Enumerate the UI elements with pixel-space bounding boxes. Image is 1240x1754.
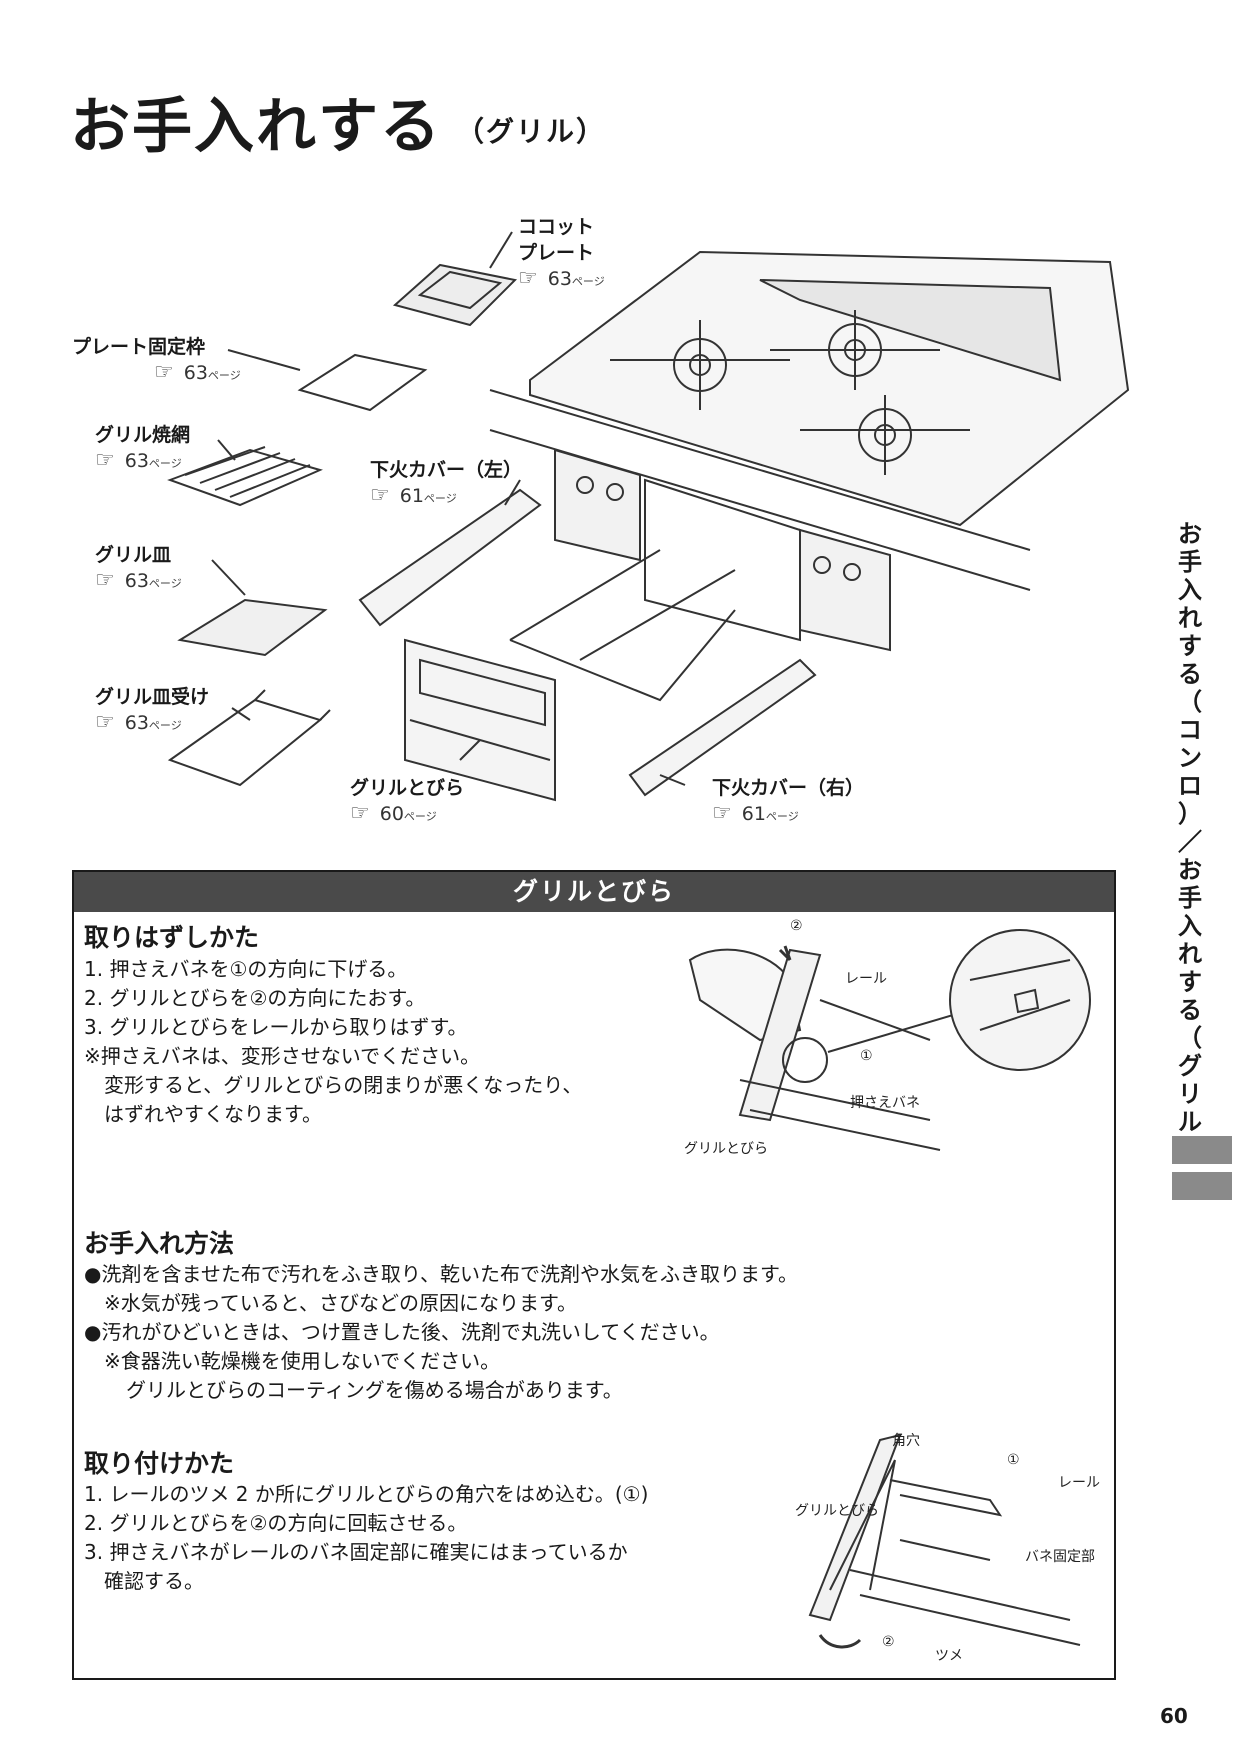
callout-grill-net: グリル焼網 ☞63ページ bbox=[95, 422, 190, 477]
part-name: グリル皿受け bbox=[95, 686, 210, 708]
callout-lower-cover-left: 下火カバー（左） ☞61ページ bbox=[370, 457, 522, 512]
attach-heading: 取り付けかた bbox=[84, 1449, 235, 1478]
spring-label: 押さえバネ bbox=[850, 1095, 920, 1111]
part-name: グリルとびら bbox=[350, 777, 465, 799]
pointing-hand-icon: ☞ bbox=[95, 448, 115, 473]
pointing-hand-icon: ☞ bbox=[712, 801, 732, 826]
bullet: ●洗剤を含ませた布で汚れをふき取り、乾いた布で洗剤や水気をふき取ります。 bbox=[84, 1262, 799, 1286]
remove-heading: 取りはずしかた bbox=[84, 923, 260, 952]
title-main: お手入れする bbox=[70, 92, 442, 162]
bullet: ●汚れがひどいときは、つけ置きした後、洗剤で丸洗いしてください。 bbox=[84, 1320, 720, 1344]
note: グリルとびらのコーティングを傷める場合があります。 bbox=[126, 1378, 623, 1402]
page-ref[interactable]: ☞63ページ bbox=[518, 266, 605, 291]
fix-label: バネ固定部 bbox=[1025, 1549, 1095, 1565]
pointing-hand-icon: ☞ bbox=[350, 801, 370, 826]
rail-label: レール bbox=[845, 971, 887, 987]
page-ref[interactable]: ☞63ページ bbox=[95, 710, 182, 735]
callout-cocotte-plate: ココット プレート ☞63ページ bbox=[518, 214, 605, 295]
step: 1. レールのツメ 2 か所にグリルとびらの角穴をはめ込む。(①) bbox=[84, 1482, 649, 1506]
side-chapter-tab: お手入れする（コンロ）／お手入れする（グリル） bbox=[1178, 520, 1202, 1164]
side-index-bar bbox=[1172, 1172, 1232, 1200]
part-name: 下火カバー（右） bbox=[712, 777, 865, 799]
side-index-bar bbox=[1172, 1136, 1232, 1164]
page-ref[interactable]: ☞63ページ bbox=[154, 360, 241, 385]
step: 3. グリルとびらをレールから取りはずす。 bbox=[84, 1015, 468, 1039]
removal-figure bbox=[688, 929, 1091, 1151]
step: 1. 押さえバネを①の方向に下げる。 bbox=[84, 957, 408, 981]
section-title: グリルとびら bbox=[74, 872, 1114, 912]
note: 変形すると、グリルとびらの閉まりが悪くなったり、 bbox=[104, 1073, 583, 1097]
part-name: プレート固定枠 bbox=[72, 336, 206, 358]
claw-label: ツメ bbox=[935, 1648, 963, 1664]
step: 2. グリルとびらを②の方向にたおす。 bbox=[84, 986, 426, 1010]
page-ref[interactable]: ☞61ページ bbox=[712, 801, 799, 826]
page-ref[interactable]: ☞63ページ bbox=[95, 568, 182, 593]
pointing-hand-icon: ☞ bbox=[370, 483, 390, 508]
step: 確認する。 bbox=[104, 1569, 204, 1593]
pointing-hand-icon: ☞ bbox=[154, 360, 174, 385]
hole-label: 角穴 bbox=[892, 1433, 920, 1449]
note: ※押さえバネは、変形させないでください。 bbox=[84, 1044, 481, 1068]
grill-door-section: グリルとびら bbox=[72, 870, 1116, 1680]
part-name: グリル焼網 bbox=[95, 424, 191, 446]
rail-label: レール bbox=[1058, 1475, 1100, 1491]
attach-figure bbox=[808, 1433, 1081, 1649]
callout-tray-holder: グリル皿受け ☞63ページ bbox=[95, 684, 209, 739]
pointing-hand-icon: ☞ bbox=[95, 568, 115, 593]
note: はずれやすくなります。 bbox=[104, 1102, 322, 1126]
callout-grill-door: グリルとびら ☞60ページ bbox=[350, 775, 464, 830]
door-label: グリルとびら bbox=[795, 1503, 879, 1519]
attach-steps: 1. レールのツメ 2 か所にグリルとびらの角穴をはめ込む。(①) 2. グリル… bbox=[84, 1480, 648, 1596]
step: 3. 押さえバネがレールのバネ固定部に確実にはまっているか bbox=[84, 1540, 628, 1564]
note: ※食器洗い乾燥機を使用しないでください。 bbox=[104, 1349, 501, 1373]
pointing-hand-icon: ☞ bbox=[95, 710, 115, 735]
remove-steps: 1. 押さえバネを①の方向に下げる。 2. グリルとびらを②の方向にたおす。 3… bbox=[84, 955, 582, 1129]
step: 2. グリルとびらを②の方向に回転させる。 bbox=[84, 1511, 468, 1535]
callout-lower-cover-right: 下火カバー（右） ☞61ページ bbox=[712, 775, 864, 830]
care-instructions: ●洗剤を含ませた布で汚れをふき取り、乾いた布で洗剤や水気をふき取ります。 ※水気… bbox=[84, 1260, 798, 1405]
part-name: プレート bbox=[518, 242, 595, 264]
page-ref[interactable]: ☞61ページ bbox=[370, 483, 457, 508]
number-label: ② bbox=[882, 1634, 895, 1650]
number-label: ② bbox=[790, 918, 803, 934]
callout-grill-tray: グリル皿 ☞63ページ bbox=[95, 542, 182, 597]
door-label: グリルとびら bbox=[684, 1141, 768, 1157]
note: ※水気が残っていると、さびなどの原因になります。 bbox=[104, 1291, 577, 1315]
part-name: グリル皿 bbox=[95, 544, 172, 566]
title-sub: （グリル） bbox=[456, 115, 607, 148]
number-label: ① bbox=[1007, 1452, 1020, 1468]
callout-plate-frame: プレート固定枠 ☞63ページ bbox=[72, 334, 241, 389]
page-ref[interactable]: ☞63ページ bbox=[95, 448, 182, 473]
pointing-hand-icon: ☞ bbox=[518, 266, 538, 291]
exploded-parts-illustration bbox=[167, 231, 1130, 802]
part-name: 下火カバー（左） bbox=[370, 459, 523, 481]
page-title: お手入れする （グリル） bbox=[70, 78, 606, 165]
number-label: ① bbox=[860, 1048, 873, 1064]
page-ref[interactable]: ☞60ページ bbox=[350, 801, 437, 826]
page-number: 60 bbox=[1160, 1704, 1188, 1728]
part-name: ココット bbox=[518, 216, 595, 238]
care-heading: お手入れ方法 bbox=[84, 1229, 235, 1258]
